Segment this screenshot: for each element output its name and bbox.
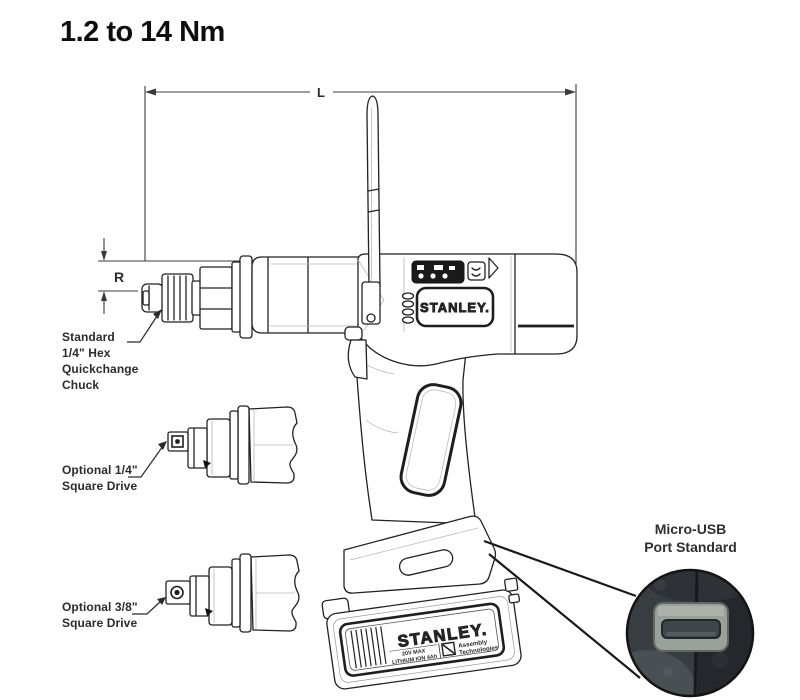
radius-dimension: R — [98, 238, 253, 314]
trigger — [344, 326, 368, 380]
three-eighths-drive-callout-label: Optional 3/8" Square Drive — [62, 599, 138, 631]
chuck-leader — [127, 309, 162, 343]
usb-port — [653, 602, 729, 652]
stanley-badge: STANLEY. — [415, 286, 495, 328]
quarter-drive-callout-label: Optional 1/4" Square Drive — [62, 462, 138, 494]
detent-marker — [203, 460, 211, 468]
three-eighths-drive-line: Optional 3/8" — [62, 600, 138, 614]
quarter-square-drive-head — [167, 431, 189, 452]
quarter-drive-leader — [128, 441, 167, 478]
battery-pack: STANLEY. 20V MAX LITHIUM ION 4Ah Assembl… — [321, 577, 522, 690]
chuck-callout-line: Chuck — [62, 378, 100, 392]
display-panel — [411, 260, 465, 284]
battery-mount-foot — [343, 515, 497, 594]
battery-label: STANLEY. 20V MAX LITHIUM ION 4Ah Assembl… — [338, 602, 506, 677]
hex-nut — [199, 266, 233, 330]
foot-slot — [398, 549, 454, 576]
quarter-drive-line: Square Drive — [62, 479, 138, 493]
assembly-technologies-logo — [440, 641, 457, 657]
chuck-assembly — [141, 255, 253, 339]
battery-spec-line1: 20V MAX — [402, 648, 426, 657]
battery-ribs — [350, 626, 387, 669]
quarter-drive-attachment — [167, 405, 298, 485]
main-tool: STANLEY. 20V MAX LITHIUM ION 4Ah Assembl… — [141, 95, 578, 690]
three-eighths-square-drive-head — [165, 580, 191, 605]
direction-chevron — [488, 257, 499, 279]
chuck-callout-line: 1/4" Hex — [62, 346, 111, 360]
radius-label: R — [114, 269, 124, 285]
three-eighths-drive-attachment — [165, 553, 300, 633]
vent-slots — [401, 292, 415, 324]
usb-callout-line: Port Standard — [644, 539, 737, 555]
usb-callout-label: Micro-USB Port Standard — [608, 520, 773, 556]
three-eighths-drive-leader — [132, 597, 166, 615]
grip-panel — [399, 383, 463, 497]
battery-partner-line1: Assembly — [458, 639, 488, 650]
leader-lines — [127, 309, 167, 615]
usb-photo-inset — [625, 568, 755, 698]
antenna-socket — [361, 281, 381, 325]
detent-marker — [205, 608, 213, 616]
quarter-drive-line: Optional 1/4" — [62, 463, 138, 477]
buzzer-icon — [467, 261, 486, 281]
usb-callout-line: Micro-USB — [654, 521, 727, 537]
chuck-callout-line: Quickchange — [62, 362, 139, 376]
antenna — [361, 95, 381, 325]
torque-range-title: 1.2 to 14 Nm — [60, 16, 225, 48]
body-brand-text: STANLEY. — [420, 300, 490, 315]
length-dimension: L — [144, 84, 577, 264]
chuck-callout-label: Standard 1/4" Hex Quickchange Chuck — [62, 329, 138, 393]
dimension-lines: L R — [98, 84, 577, 314]
usb-callout — [483, 539, 755, 698]
length-label: L — [317, 85, 325, 100]
hex-chuck-sleeve — [161, 273, 194, 323]
three-eighths-drive-line: Square Drive — [62, 616, 138, 630]
chuck-callout-line: Standard — [62, 330, 115, 344]
